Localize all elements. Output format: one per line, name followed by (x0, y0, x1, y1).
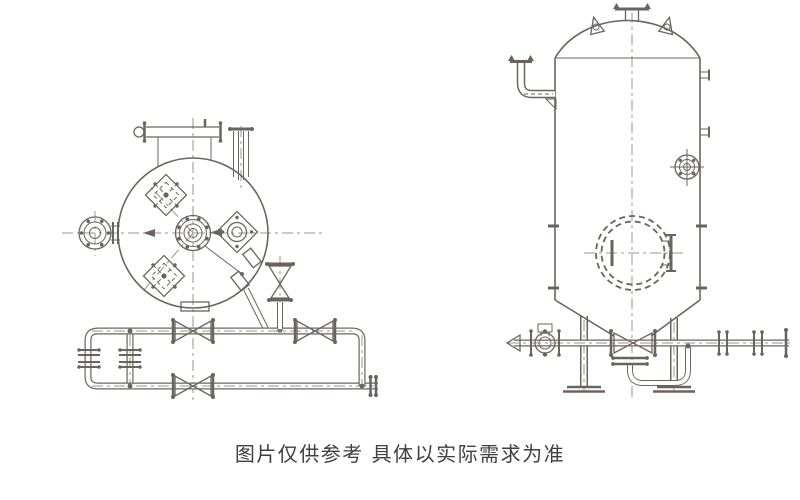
lifting-lug-right (657, 15, 674, 36)
top-flange-header (133, 119, 223, 167)
cone-bottom-right (650, 299, 701, 337)
agitator-hatch-lower (142, 254, 186, 298)
round-valve-fitting (529, 323, 561, 357)
center-manway-flange (174, 214, 212, 252)
drain-u-loop (611, 343, 691, 386)
flange-pair-inner (118, 348, 142, 369)
sight-glass-port (670, 149, 704, 186)
gate-valve-lower (171, 373, 215, 399)
lifting-lug-left (589, 15, 606, 36)
flange-pair-left (77, 348, 101, 369)
inlet-elbow-pipe (508, 55, 557, 111)
right-sight-diamond (215, 210, 259, 254)
vertical-globe-valve (265, 256, 295, 334)
left-end-cap (505, 333, 521, 353)
support-leg-right (653, 318, 695, 393)
storage-tank-top-view (62, 118, 378, 400)
gate-valve-upper-left (171, 318, 215, 344)
bottom-gate-valve (609, 329, 657, 357)
end-flange (368, 375, 378, 397)
bottom-drain-nozzle (180, 301, 210, 312)
top-nozzle (613, 3, 651, 21)
diagonal-discharge-pipe (204, 245, 271, 335)
tank-shell (554, 19, 701, 337)
shell-stub-nozzles (548, 69, 710, 290)
caption-text: 图片仅供参考 具体以实际需求为准 (234, 442, 566, 466)
vent-pipe-assembly (228, 127, 254, 180)
manhole-davit (662, 234, 676, 272)
cone-bottom-left (554, 299, 615, 337)
flow-arrow-left (143, 229, 155, 237)
manhole-with-davit (584, 215, 684, 291)
bottom-header-pipe (505, 333, 793, 353)
gate-valve-upper-right (293, 318, 337, 344)
centerlines (62, 118, 325, 400)
storage-tank-front-view (505, 3, 793, 400)
pipe-manifold-with-u-bend (77, 327, 378, 397)
agitator-hatch-upper (144, 173, 188, 217)
left-side-nozzle (78, 216, 120, 250)
header-flange-pairs (717, 328, 788, 358)
support-leg-left (563, 316, 605, 393)
dished-head (554, 19, 701, 59)
